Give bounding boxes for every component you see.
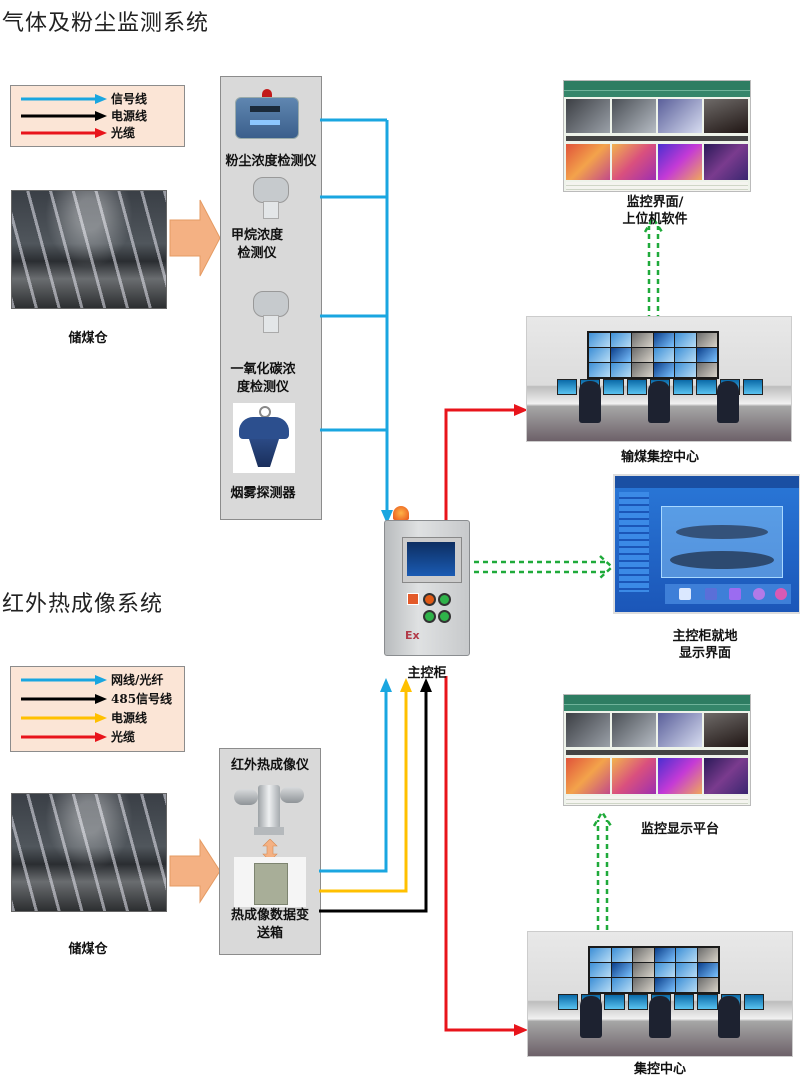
fiber-arrowhead-icon	[514, 1024, 528, 1036]
central-control-center-image	[527, 931, 793, 1057]
coal-warehouse-label-top: 储煤仓	[68, 331, 108, 346]
3d-warehouse-view	[661, 506, 783, 578]
operator-icon	[579, 381, 601, 423]
indicator-light-icon	[423, 593, 436, 606]
arrow-icon	[21, 732, 107, 742]
camera-grid	[564, 97, 750, 135]
fiber-arrowhead-icon	[514, 404, 528, 416]
signal-lines	[320, 118, 389, 512]
wave-icon[interactable]	[679, 588, 691, 600]
sensor-value-list	[619, 492, 649, 592]
camera-grid	[564, 711, 750, 749]
fiber-line-bottom	[444, 676, 516, 1032]
gear-icon[interactable]	[775, 588, 787, 600]
rs485-line	[319, 690, 428, 913]
local-display-label: 主控柜就地 显示界面	[672, 629, 738, 661]
gas-detector-icon	[253, 177, 289, 219]
clock-icon[interactable]	[753, 588, 765, 600]
rs485-arrowhead-icon	[420, 678, 432, 692]
home-icon[interactable]	[729, 588, 741, 600]
legend-item-fiber: 光缆	[19, 126, 169, 140]
gas-detector-icon	[253, 291, 289, 333]
legend-item-485: 485信号线	[19, 692, 172, 706]
thermal-data-box-icon	[234, 857, 306, 907]
operator-icon	[580, 996, 602, 1038]
cabinet-screen	[402, 537, 462, 583]
arrow-icon	[21, 128, 107, 138]
flow-arrow-icon	[169, 838, 221, 904]
operator-icon	[649, 996, 671, 1038]
warning-beacon-icon	[393, 506, 409, 520]
smoke-detector-label: 烟雾探测器	[230, 486, 296, 501]
local-display-screen[interactable]	[613, 474, 800, 614]
coal-control-center-label: 输煤集控中心	[620, 450, 699, 465]
fiber-line-top	[444, 408, 516, 530]
legend-item-signal: 信号线	[19, 92, 169, 106]
methane-detector-label: 甲烷浓度 检测仪	[230, 228, 283, 261]
network-line	[319, 690, 388, 873]
gas-device-panel: 粉尘浓度检测仪 甲烷浓度 检测仪 一氧化碳浓 度检测仪 烟雾探测器	[220, 76, 322, 520]
main-cabinet-label: 主控柜	[407, 666, 447, 681]
thermal-data-box-label: 热成像数据变 送箱	[230, 908, 309, 941]
indicator-light-icon	[438, 610, 451, 623]
arrow-icon	[21, 675, 107, 685]
thermal-grid	[564, 142, 750, 182]
monitor-platform-label: 监控显示平台	[640, 822, 719, 837]
central-control-center-label: 集控中心	[633, 1062, 686, 1077]
coal-warehouse-photo-top	[11, 190, 167, 309]
operator-icon	[648, 381, 670, 423]
flow-arrow-icon	[169, 199, 221, 277]
signal-arrowhead-icon	[381, 510, 393, 524]
bidirectional-arrow-icon	[262, 839, 278, 861]
arrow-icon	[21, 713, 107, 723]
legend-item-fiber: 光缆	[19, 730, 169, 744]
smoke-detector-icon	[233, 403, 295, 473]
monitor-software-screen[interactable]	[563, 80, 751, 192]
main-control-cabinet[interactable]: Ex	[384, 520, 470, 656]
legend-item-network: 网线/光纤	[19, 673, 169, 687]
operator-icon	[718, 996, 740, 1038]
clipboard-icon[interactable]	[705, 588, 717, 600]
power-line	[319, 690, 408, 893]
legend-top: 信号线 电源线 光缆	[10, 85, 185, 147]
ex-badge: Ex	[405, 629, 420, 642]
power-arrowhead-icon	[400, 678, 412, 692]
legend-item-power: 电源线	[19, 711, 169, 725]
thermal-camera-label: 红外热成像仪	[230, 758, 309, 773]
monitor-platform-screen[interactable]	[563, 694, 751, 806]
infrared-system-title: 红外热成像系统	[2, 592, 164, 617]
thermal-grid	[564, 756, 750, 796]
bottom-toolbar	[665, 584, 791, 604]
arrow-icon	[21, 94, 107, 104]
dust-detector-label: 粉尘浓度检测仪	[225, 154, 317, 169]
dust-detector-icon	[235, 89, 299, 139]
network-links	[456, 215, 664, 930]
operator-icon	[717, 381, 739, 423]
gas-dust-system-title: 气体及粉尘监测系统	[2, 11, 210, 36]
indicator-light-icon	[438, 593, 451, 606]
co-detector-label: 一氧化碳浓 度检测仪	[230, 362, 296, 395]
network-arrowhead-icon	[380, 678, 392, 692]
infrared-device-panel: 红外热成像仪 热成像数据变 送箱	[219, 748, 321, 955]
coal-warehouse-label-bottom: 储煤仓	[68, 942, 108, 957]
thermal-camera-icon	[234, 779, 304, 837]
coal-control-center-image	[526, 316, 792, 442]
coal-warehouse-photo-bottom	[11, 793, 167, 912]
legend-item-power: 电源线	[19, 109, 169, 123]
emergency-stop-icon	[407, 593, 419, 605]
legend-bottom: 网线/光纤 485信号线 电源线 光缆	[10, 666, 185, 752]
arrow-icon	[21, 694, 107, 704]
arrow-icon	[21, 111, 107, 121]
indicator-light-icon	[423, 610, 436, 623]
monitor-software-label: 监控界面/ 上位机软件	[622, 195, 688, 227]
